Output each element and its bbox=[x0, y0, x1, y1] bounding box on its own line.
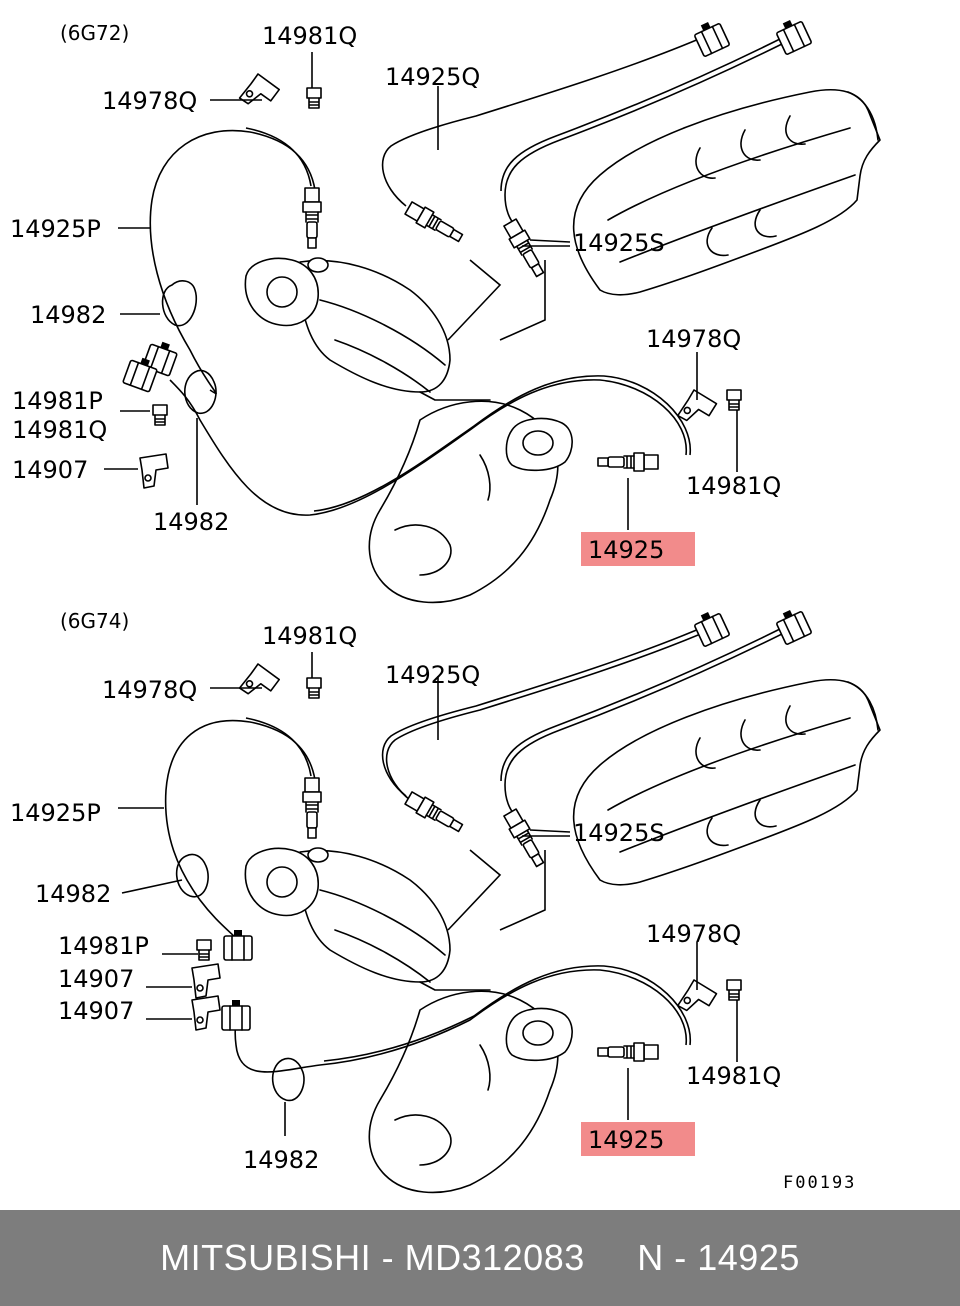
label-14981q: 14981Q bbox=[12, 416, 107, 444]
label-14925-highlighted: 14925 bbox=[588, 536, 664, 564]
panel-6g72: (6G72) bbox=[10, 14, 881, 604]
label-14925s: 14925S bbox=[573, 819, 665, 847]
highlight-box bbox=[581, 532, 695, 566]
label-14925q: 14925Q bbox=[385, 661, 480, 689]
figure-code: F00193 bbox=[783, 1173, 856, 1193]
sensor-connector bbox=[772, 604, 813, 646]
clamp-icon bbox=[175, 853, 209, 898]
highlight-box bbox=[581, 1122, 695, 1156]
label-14981p: 14981P bbox=[12, 387, 103, 415]
label-14925p: 14925P bbox=[10, 215, 101, 243]
sensor-cables bbox=[149, 35, 791, 516]
bracket-icon bbox=[191, 995, 221, 1031]
bolt-icon bbox=[152, 404, 168, 426]
label-14982: 14982 bbox=[243, 1146, 319, 1174]
part-number-text: MITSUBISHI - MD312083 N - 14925 bbox=[160, 1237, 800, 1278]
front-exhaust-pipe bbox=[368, 990, 573, 1194]
bracket-icon bbox=[235, 660, 282, 706]
bolt-icon bbox=[196, 939, 212, 961]
label-14981q: 14981Q bbox=[686, 472, 781, 500]
label-14925s: 14925S bbox=[573, 229, 665, 257]
bolt-icon bbox=[726, 979, 742, 1001]
sensor-connector bbox=[221, 999, 251, 1031]
exhaust-manifold-left bbox=[244, 257, 491, 401]
parts-diagram: (6G72) bbox=[10, 14, 881, 1194]
label-14907: 14907 bbox=[12, 456, 88, 484]
o2-sensor-14925[interactable] bbox=[597, 1042, 659, 1062]
part-info-bar: MITSUBISHI - MD312083 N - 14925 bbox=[0, 1210, 960, 1306]
bolt-icon bbox=[306, 87, 322, 109]
leader-lines bbox=[104, 52, 738, 530]
clamp-icon bbox=[161, 280, 197, 327]
label-14978q: 14978Q bbox=[646, 920, 741, 948]
label-14981q: 14981Q bbox=[262, 22, 357, 50]
bolt-icon bbox=[306, 677, 322, 699]
o2-sensor-14925q[interactable] bbox=[403, 789, 466, 837]
label-14981q: 14981Q bbox=[686, 1062, 781, 1090]
leader-lines bbox=[118, 652, 738, 1136]
label-14981p: 14981P bbox=[58, 932, 149, 960]
o2-sensor-14925p[interactable] bbox=[302, 187, 322, 249]
variant-label: (6G72) bbox=[60, 21, 129, 45]
sensor-connector bbox=[690, 606, 731, 648]
bracket-icon bbox=[139, 453, 169, 489]
clamp-icon bbox=[271, 1057, 305, 1102]
o2-sensor-14925q[interactable] bbox=[403, 199, 466, 247]
o2-sensor-14925[interactable] bbox=[597, 452, 659, 472]
panel-6g74: (6G74) bbox=[10, 604, 881, 1194]
exhaust-manifold-left bbox=[244, 847, 491, 991]
o2-sensor-14925p[interactable] bbox=[302, 777, 322, 839]
label-14978q: 14978Q bbox=[102, 87, 197, 115]
bracket-icon bbox=[235, 70, 282, 116]
bracket-icon bbox=[191, 963, 221, 999]
label-14982: 14982 bbox=[153, 508, 229, 536]
clamp-icon bbox=[184, 369, 217, 414]
label-14925q: 14925Q bbox=[385, 63, 480, 91]
variant-label: (6G74) bbox=[60, 609, 129, 633]
exhaust-manifold-right bbox=[572, 88, 881, 296]
label-14981q: 14981Q bbox=[262, 622, 357, 650]
label-14925p: 14925P bbox=[10, 799, 101, 827]
sensor-connector bbox=[223, 929, 253, 961]
bolt-icon bbox=[726, 389, 742, 411]
sensor-cables bbox=[164, 625, 791, 1073]
o2-sensor-14925s[interactable] bbox=[501, 217, 549, 280]
sensor-connector bbox=[772, 14, 813, 56]
o2-sensor-14925s[interactable] bbox=[501, 807, 549, 870]
label-14907: 14907 bbox=[58, 965, 134, 993]
label-14982: 14982 bbox=[35, 880, 111, 908]
label-14982: 14982 bbox=[30, 301, 106, 329]
sensor-connector bbox=[690, 16, 731, 58]
label-14907: 14907 bbox=[58, 997, 134, 1025]
label-14925-highlighted: 14925 bbox=[588, 1126, 664, 1154]
label-14978q: 14978Q bbox=[646, 325, 741, 353]
exhaust-manifold-right bbox=[572, 678, 881, 886]
label-14978q: 14978Q bbox=[102, 676, 197, 704]
front-exhaust-pipe bbox=[368, 400, 573, 604]
